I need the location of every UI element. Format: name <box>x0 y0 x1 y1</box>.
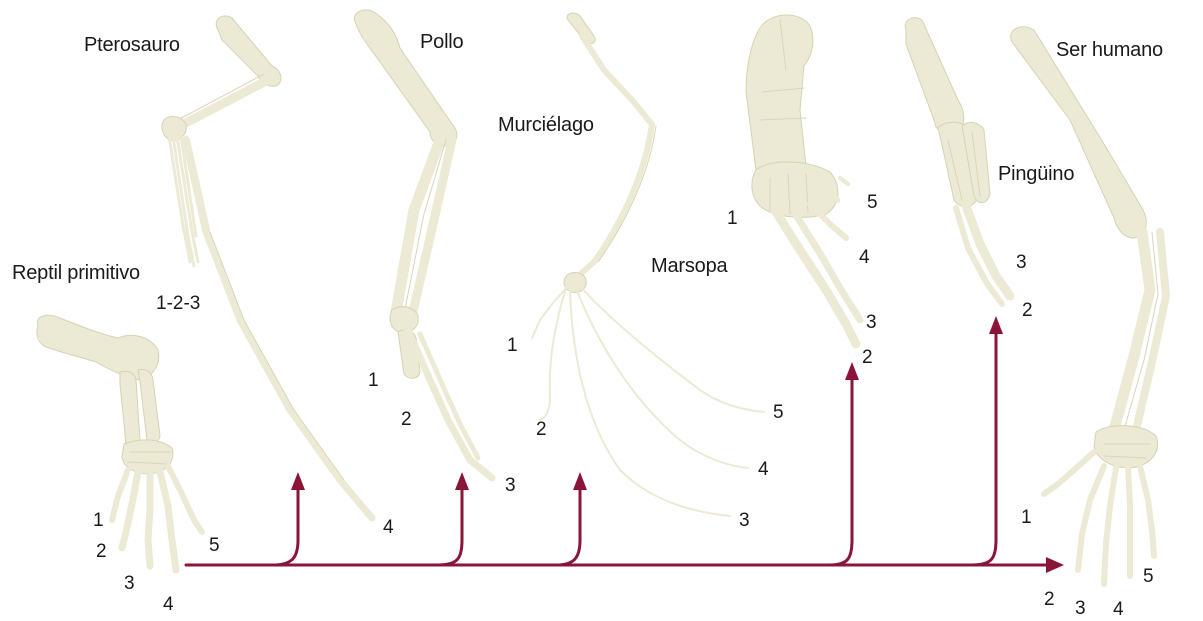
branch-arrow-bat <box>556 488 580 565</box>
digit-label: 2 <box>401 409 412 431</box>
digit-label: 4 <box>163 594 174 616</box>
reptile-limb <box>37 315 202 570</box>
digit-label: 3 <box>1016 252 1027 274</box>
digit-label: 5 <box>1143 566 1154 588</box>
label-penguin: Pingüino <box>998 163 1074 186</box>
chicken-limb <box>354 10 492 478</box>
human-limb <box>1011 27 1166 584</box>
digit-label: 4 <box>859 247 870 269</box>
branch-arrow-porpoise <box>830 378 852 565</box>
branch-arrow-chicken <box>438 488 462 565</box>
digit-label: 1 <box>368 370 379 392</box>
label-bat: Murciélago <box>498 114 594 137</box>
label-human: Ser humano <box>1056 39 1163 62</box>
digit-label: 3 <box>866 312 877 334</box>
digit-label: 4 <box>758 459 769 481</box>
digit-label: 3 <box>505 475 516 497</box>
digit-label: 4 <box>383 517 394 539</box>
penguin-limb <box>905 18 1010 304</box>
digit-label: 3 <box>124 573 135 595</box>
main-arrowhead <box>1046 557 1064 573</box>
digit-label: 1 <box>93 510 104 532</box>
digit-label: 1 <box>727 208 738 230</box>
digit-label: 2 <box>1044 589 1055 611</box>
porpoise-limb <box>746 15 860 344</box>
digit-label: 5 <box>867 192 878 214</box>
label-porpoise: Marsopa <box>651 255 727 278</box>
digit-label: 5 <box>209 535 220 557</box>
digit-label: 2 <box>862 347 873 369</box>
digit-label: 1-2-3 <box>156 293 200 315</box>
pterosaur-limb <box>162 16 372 518</box>
label-reptile: Reptil primitivo <box>12 262 140 285</box>
digit-label: 2 <box>536 419 547 441</box>
branch-arrow-pterosaur <box>272 488 298 565</box>
digit-label: 3 <box>1075 598 1086 620</box>
digit-label: 4 <box>1113 599 1124 621</box>
label-pterosaur: Pterosauro <box>84 34 180 57</box>
digit-label: 5 <box>773 402 784 424</box>
digit-label: 1 <box>507 335 518 357</box>
bat-limb <box>532 13 764 516</box>
branch-arrow-penguin <box>972 332 996 565</box>
label-chicken: Pollo <box>420 31 463 54</box>
digit-label: 2 <box>96 541 107 563</box>
digit-label: 1 <box>1021 507 1032 529</box>
digit-label: 3 <box>739 510 750 532</box>
digit-label: 2 <box>1022 300 1033 322</box>
